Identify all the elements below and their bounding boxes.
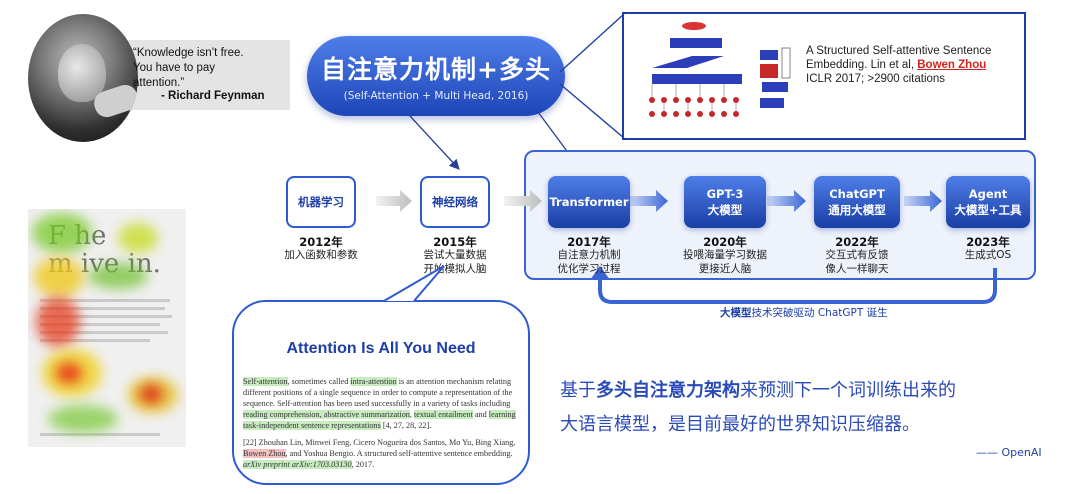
feedback-label-rest: 技术突破驱动 ChatGPT 诞生 — [751, 307, 888, 319]
desc-2020-b: 更接近人脑 — [698, 263, 752, 275]
arrow-title-to-neural — [409, 115, 460, 170]
hl-reading: reading comprehension, abstractive summa… — [243, 410, 410, 419]
step-machine-learning: 机器学习 — [286, 176, 356, 228]
ref-highlight-name: Bowen Zhou — [243, 449, 286, 458]
quote-line-1: “Knowledge isn’t free. — [133, 47, 244, 59]
quote-line-3: attention.” — [133, 77, 185, 89]
desc-2017-a: 自注意力机制 — [557, 249, 621, 261]
excerpt-text-3: , — [409, 410, 414, 419]
quote-text: “Knowledge isn’t free. You have to pay a… — [133, 46, 283, 91]
arrow-nn-to-transformer — [504, 190, 542, 212]
conclusion-line-2: 大语言模型，是目前最好的世界知识压缩器。 — [560, 414, 920, 435]
step-agent-label: Agent — [968, 187, 1008, 201]
feynman-portrait — [28, 14, 138, 142]
arrow-gpt3-to-chatgpt — [767, 190, 806, 212]
year-2015: 2015年 — [433, 235, 477, 249]
excerpt-reference: [22] Zhouhan Lin, Minwei Feng, Cicero No… — [243, 437, 521, 470]
excerpt-text-2: is an attention mechanism relating diffe… — [243, 377, 513, 408]
bubble-title: Attention Is All You Need — [286, 340, 476, 357]
step-gpt3: GPT-3 大模型 — [684, 176, 766, 228]
desc-2022-b: 像人一样聊天 — [825, 263, 889, 275]
feedback-label-bold: 大模型 — [720, 307, 752, 319]
step-chatgpt-label: ChatGPT — [829, 187, 885, 201]
step-neural-network: 神经网络 — [420, 176, 490, 228]
desc-2023: 生成式OS — [964, 249, 1012, 261]
arrow-chatgpt-to-agent — [904, 190, 942, 212]
conclusion-suffix: 来预测下一个词训练出来的 — [740, 380, 956, 401]
year-2023: 2023年 — [966, 235, 1010, 249]
step-transformer: Transformer — [548, 176, 630, 228]
year-2020: 2020年 — [703, 235, 747, 249]
desc-2020-a: 投喂海量学习数据 — [683, 249, 767, 261]
step-gpt3-sub: 大模型 — [707, 203, 743, 217]
conclusion-bold: 多头自注意力架构 — [596, 380, 740, 401]
year-2012: 2012年 — [299, 235, 343, 249]
title-pill: 自注意力机制+多头 (Self-Attention + Multi Head, … — [307, 36, 565, 116]
paper-line-3: ICLR 2017; >2900 citations — [806, 73, 946, 85]
conclusion-text: 基于多头自注意力架构来预测下一个词训练出来的 大语言模型，是目前最好的世界知识压… — [560, 374, 1040, 442]
desc-2015-a: 尝试大量数据 — [423, 249, 487, 261]
step-agent-sub: 大模型+工具 — [954, 203, 1022, 217]
ref-authors: [22] Zhouhan Lin, Minwei Feng, Cicero No… — [243, 438, 516, 447]
conclusion-line-1: 基于多头自注意力架构来预测下一个词训练出来的 — [560, 374, 1040, 408]
excerpt-text-5: [4, 27, 28, 22]. — [380, 421, 432, 430]
hl-entailment: textual entailment — [413, 410, 473, 419]
paper-citation: A Structured Self-attentive Sentence Emb… — [806, 44, 1016, 86]
year-2022: 2022年 — [835, 235, 879, 249]
quote-box — [118, 40, 290, 110]
step-agent: Agent 大模型+工具 — [946, 176, 1030, 228]
feedback-loop-arrow — [598, 268, 997, 304]
year-2017: 2017年 — [567, 235, 611, 249]
paper-reference-box — [622, 12, 1026, 140]
paper-zoom-line-1 — [559, 13, 625, 73]
desc-2022-a: 交互式有反馈 — [825, 249, 889, 261]
ref-year: , 2017. — [351, 460, 375, 469]
conclusion-prefix: 基于 — [560, 380, 596, 401]
arrow-ml-to-nn — [376, 190, 412, 212]
title-subtitle: (Self-Attention + Multi Head, 2016) — [343, 90, 529, 102]
quote-author: - Richard Feynman — [161, 90, 265, 102]
step-chatgpt-sub: 通用大模型 — [828, 203, 886, 217]
architecture-figure — [649, 22, 791, 117]
paper-highlight-author: Bowen Zhou — [917, 59, 987, 71]
feedback-label: 大模型技术突破驱动 ChatGPT 诞生 — [720, 305, 888, 320]
paper-zoom-line-2 — [559, 83, 625, 139]
portrait-face — [58, 44, 106, 102]
bubble-excerpt: Self-attention, sometimes called intra-a… — [243, 376, 521, 470]
ref-title: , and Yoshua Bengio. A structured self-a… — [285, 449, 513, 458]
quote-line-2: You have to pay — [133, 62, 216, 74]
paper-authors: Embedding. Lin et al, — [806, 59, 918, 71]
feedback-loop-head — [590, 266, 610, 280]
eye-tracking-heatmap: F he m ive in. — [28, 209, 186, 447]
hl-self-attention: Self-attention — [243, 377, 288, 386]
excerpt-text-4: and — [472, 410, 489, 419]
source-credit: —— OpenAI — [976, 446, 1042, 459]
arrow-transformer-to-gpt3 — [630, 190, 668, 212]
desc-2017-b: 优化学习过程 — [557, 263, 621, 275]
hl-intra-attention: intra-attention — [350, 377, 397, 386]
ref-venue: arXiv preprint arXiv:1703.03130 — [243, 460, 352, 469]
step-gpt3-label: GPT-3 — [706, 187, 744, 201]
step-chatgpt: ChatGPT 通用大模型 — [814, 176, 900, 228]
excerpt-text-1: , sometimes called — [287, 377, 351, 386]
desc-2012: 加入函数和参数 — [284, 249, 358, 261]
excerpt-paragraph: Self-attention, sometimes called intra-a… — [243, 376, 521, 431]
title-main: 自注意力机制+多头 — [321, 55, 551, 84]
paper-line-2: Embedding. Lin et al, Bowen Zhou — [806, 58, 1016, 72]
paper-line-1: A Structured Self-attentive Sentence — [806, 45, 992, 57]
